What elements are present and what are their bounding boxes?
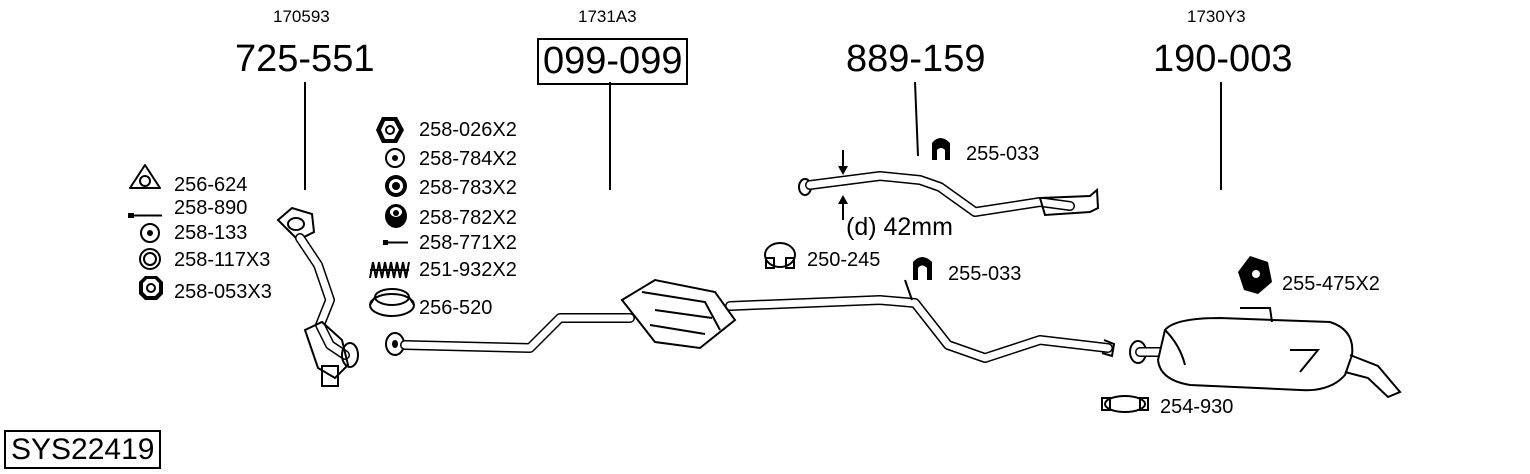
left-part-label-4: 258-117X3 (174, 249, 271, 271)
part-number-2: 099-099 (537, 38, 689, 85)
spring-icon (369, 261, 410, 279)
leader-889-159 (914, 81, 919, 157)
bolt-icon (128, 213, 162, 218)
front-pipe-725-551 (276, 206, 359, 387)
spring-washer-icon (385, 175, 407, 197)
left-part-label-3: 258-133 (174, 222, 248, 244)
mount-label: 255-475X2 (1282, 273, 1380, 295)
hanger-mid-icon (913, 257, 932, 280)
part-number-3: 889-159 (846, 38, 986, 80)
rear-clamp-label: 254-930 (1160, 396, 1234, 418)
rubber-bush-icon (385, 204, 407, 228)
nut-icon (139, 276, 163, 300)
hanger-mid-label: 255-033 (948, 263, 1022, 285)
clamp-label: 250-245 (807, 249, 881, 271)
washer-icon (140, 223, 160, 243)
mount-icon (1238, 256, 1272, 294)
rear-clamp-icon (1101, 395, 1149, 413)
mid-part-label-6: 251-932X2 (419, 259, 517, 281)
hanger-top-label: 255-033 (966, 143, 1040, 165)
oem-number-4: 1730Y3 (1187, 7, 1246, 26)
system-id: SYS22419 (4, 430, 162, 469)
hanger-icon (932, 138, 950, 160)
bolt-small-icon (383, 240, 408, 245)
ring-icon (139, 248, 161, 270)
mid-part-label-1: 258-026X2 (419, 119, 517, 141)
mid-part-label-7: 256-520 (419, 297, 493, 319)
clamp-icon (764, 242, 796, 269)
left-part-label-2: 258-890 (174, 197, 248, 219)
oem-number-2: 1731A3 (578, 7, 637, 26)
left-part-label-5: 258-053X3 (174, 281, 272, 303)
nut-large-icon (376, 117, 404, 143)
mid-part-label-3: 258-783X2 (419, 177, 517, 199)
gasket-icon (129, 164, 161, 189)
diameter-label: (d) 42mm (846, 213, 953, 241)
intermediate-pipe-889-159 (798, 150, 1100, 220)
mid-part-label-2: 258-784X2 (419, 148, 517, 170)
catalyst-pipe-099-099 (385, 278, 1116, 363)
part-number-1: 725-551 (235, 38, 375, 80)
sealing-ring-icon (369, 288, 415, 317)
mid-part-label-4: 258-782X2 (419, 207, 517, 229)
mid-part-label-5: 258-771X2 (419, 232, 517, 254)
rear-silencer-190-003 (1129, 307, 1402, 399)
left-part-label-1: 256-624 (174, 174, 248, 196)
washer-small-icon (385, 148, 405, 168)
oem-number-1: 170593 (273, 7, 330, 26)
part-number-4: 190-003 (1153, 38, 1293, 80)
